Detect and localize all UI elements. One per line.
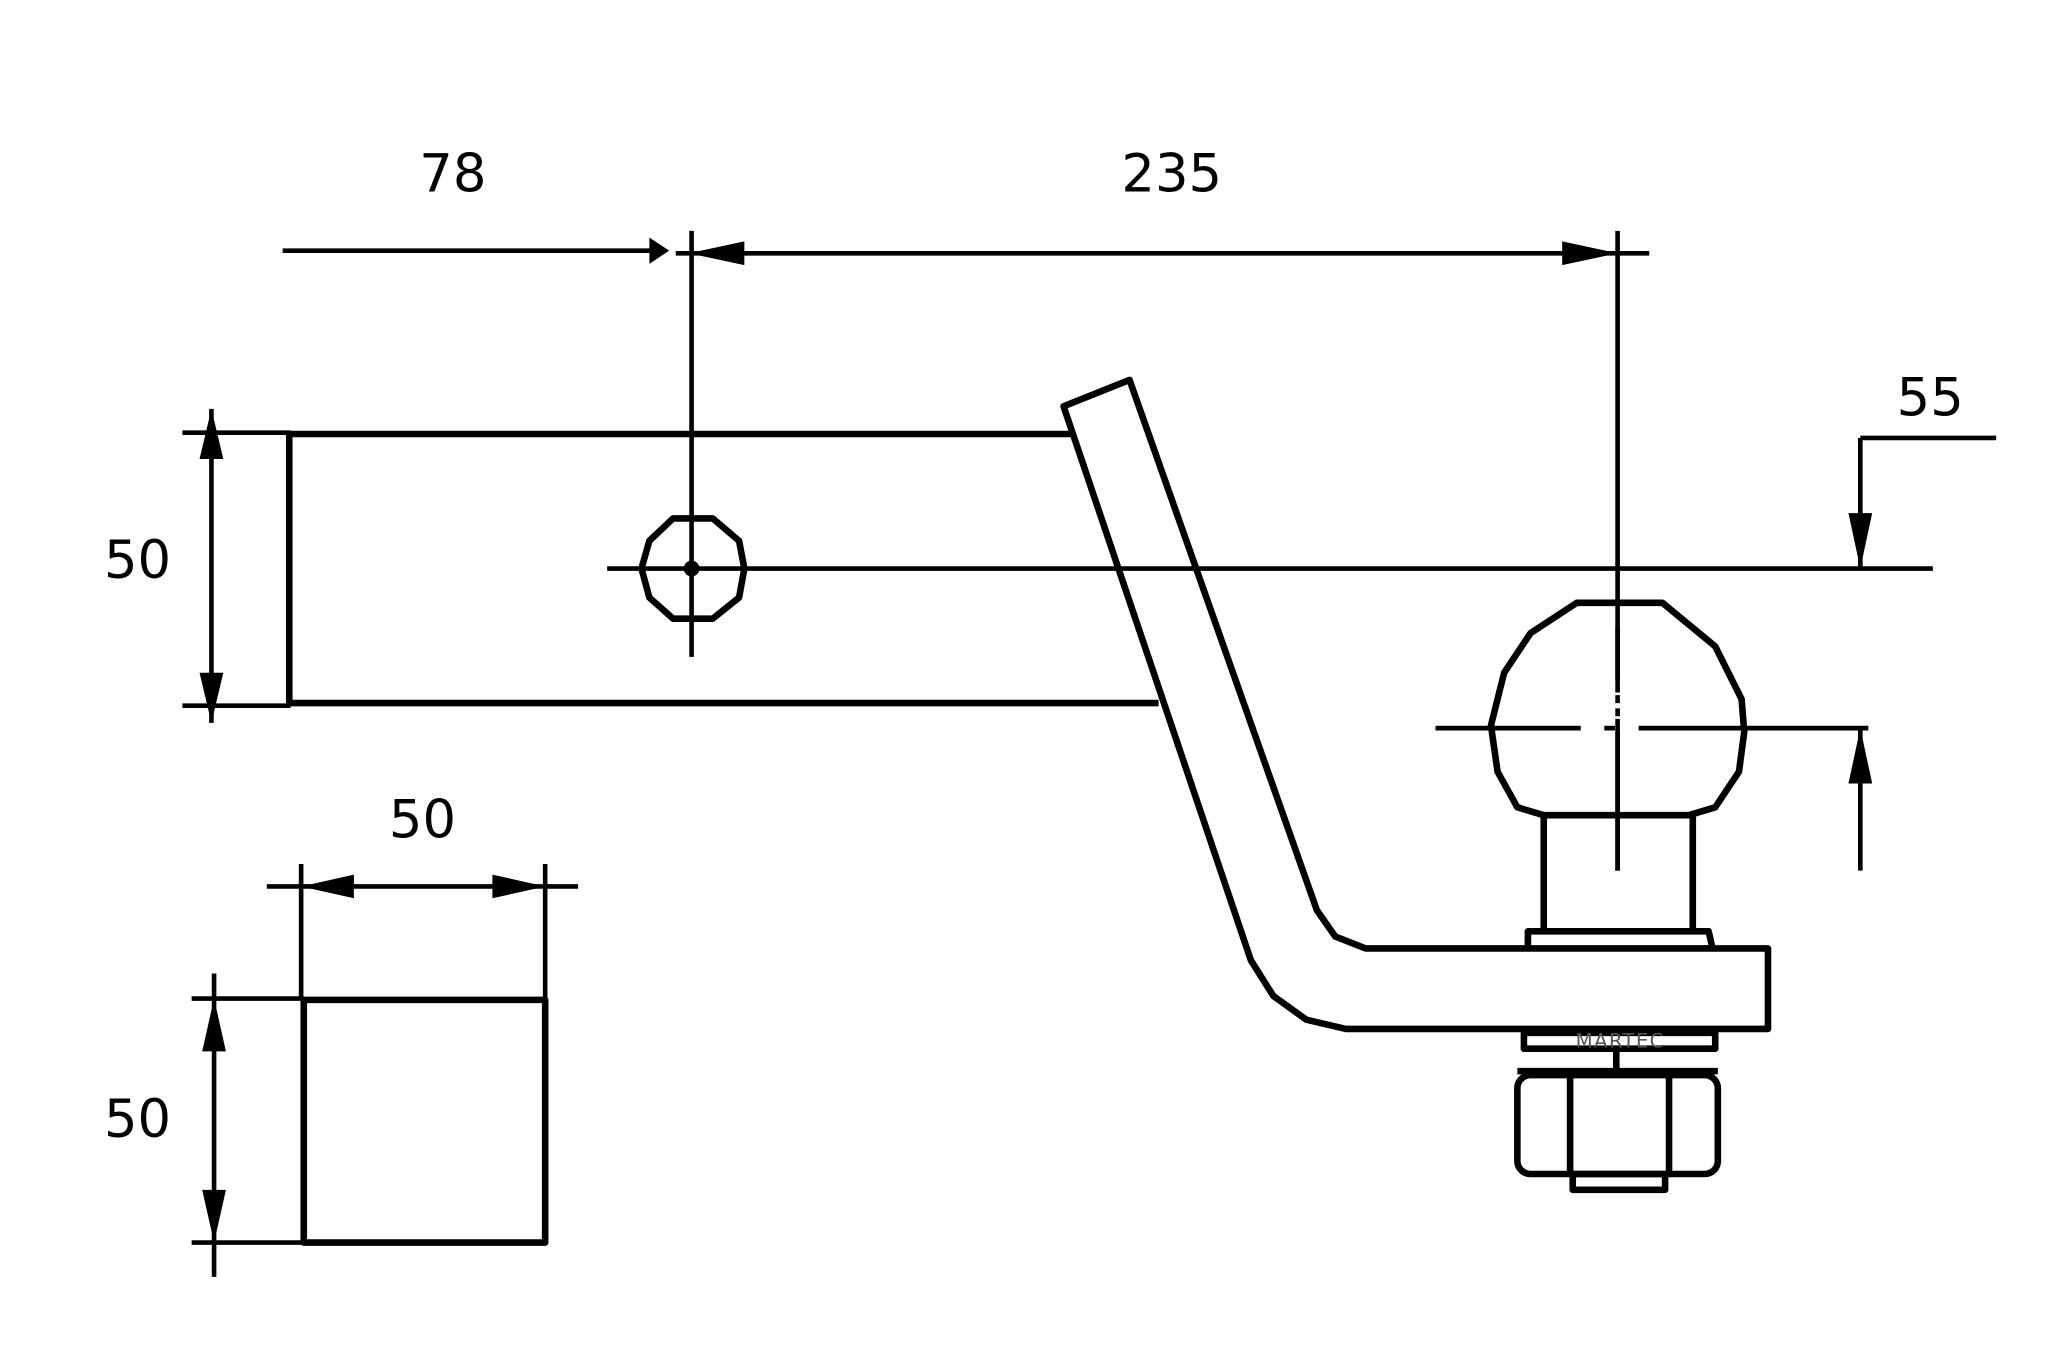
watermark: MARTEC	[1576, 1029, 1665, 1052]
dimension-label-shank-50: 50	[104, 530, 171, 591]
tow-ball	[1435, 599, 1869, 950]
dimension-label-section-height: 50	[104, 1089, 171, 1150]
dimension-label-55: 55	[1897, 368, 1964, 429]
dimension-235: 235	[675, 143, 1650, 266]
dimension-78: 78	[282, 143, 670, 264]
hex-nut: MARTEC	[1514, 1029, 1722, 1194]
drawbar	[1060, 376, 1772, 1033]
dimension-section-width-50: 50	[266, 790, 579, 899]
dimension-drop-55: 55	[1848, 368, 1997, 871]
shank-tube	[182, 430, 1159, 709]
pin-hole	[638, 515, 748, 622]
dimension-label-78: 78	[419, 143, 486, 204]
dimension-label-235: 235	[1121, 143, 1222, 204]
dimension-shank-50: 50	[104, 408, 224, 723]
dimension-section-height-50: 50	[104, 973, 226, 1277]
dimension-label-section-width: 50	[389, 790, 456, 851]
shank-cross-section	[191, 864, 549, 1246]
